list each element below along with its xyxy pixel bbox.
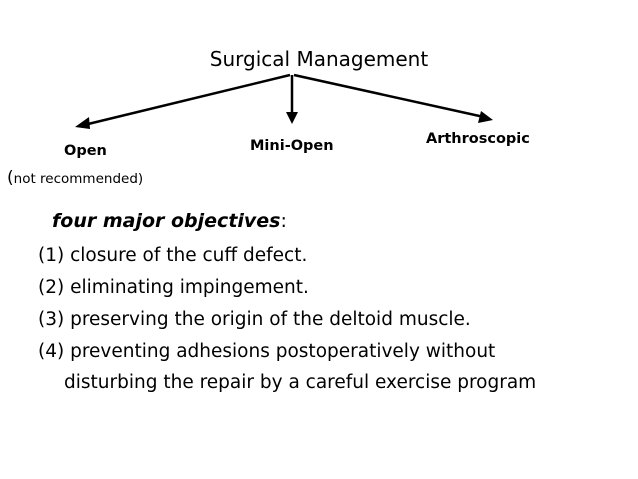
objectives-heading: four major objectives:	[52, 206, 628, 236]
branch-open-note-text: not recommended)	[13, 171, 144, 187]
branch-open-note-paren: (	[7, 168, 14, 188]
objectives-section: four major objectives: (1) closure of th…	[38, 206, 628, 398]
objective-text: (3) preserving the origin of the deltoid…	[38, 309, 471, 330]
branch-open-label: Open	[64, 143, 107, 159]
objective-item-2: (2) eliminating impingement.	[38, 272, 628, 304]
objective-item-1: (1) closure of the cuff defect.	[38, 240, 628, 272]
objective-item-3: (3) preserving the origin of the deltoid…	[38, 304, 628, 336]
objective-text: (4) preventing adhesions postoperatively…	[38, 341, 496, 362]
objective-text: (1) closure of the cuff defect.	[38, 245, 308, 266]
objectives-list: (1) closure of the cuff defect. (2) elim…	[38, 240, 628, 398]
diagram-root-title: Surgical Management	[209, 47, 429, 71]
objectives-heading-colon: :	[280, 210, 287, 232]
arrow-to-mini-open	[286, 75, 298, 124]
branch-open-note: (not recommended)	[7, 168, 143, 189]
branch-arthroscopic-label: Arthroscopic	[426, 131, 530, 147]
objectives-heading-emphasis: four major objectives	[52, 210, 281, 232]
branch-mini-open-label: Mini-Open	[250, 138, 334, 154]
objective-text: (2) eliminating impingement.	[38, 277, 309, 298]
arrow-to-arthroscopic	[293, 73, 493, 123]
arrow-to-open	[75, 73, 291, 129]
objective-text-continuation: disturbing the repair by a careful exerc…	[64, 372, 537, 393]
objective-item-4: (4) preventing adhesions postoperatively…	[38, 336, 628, 398]
